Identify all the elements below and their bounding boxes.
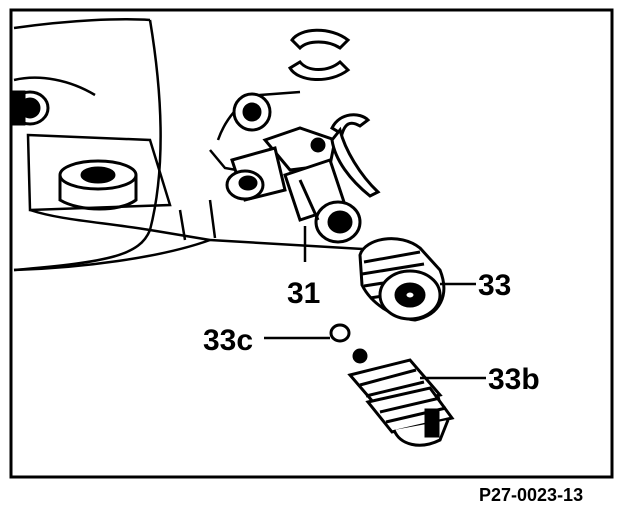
- callout-33: 33: [478, 269, 511, 302]
- part-31-pinion-housing: [283, 158, 362, 244]
- drain-plug: [58, 159, 138, 211]
- diagram-frame: [9, 8, 614, 479]
- housing-boss: [10, 90, 50, 126]
- callout-31: 31: [287, 277, 320, 310]
- callout-33c: 33c: [203, 324, 253, 357]
- selector-lever: [225, 92, 381, 202]
- retaining-clips: [287, 28, 351, 82]
- part-33b-bushing: [347, 348, 455, 447]
- callout-33b: 33b: [488, 363, 540, 396]
- part-33c-o-ring: [329, 323, 351, 343]
- part-33-drive-gear: [358, 237, 446, 322]
- figure-reference-code: P27-0023-13: [479, 485, 583, 505]
